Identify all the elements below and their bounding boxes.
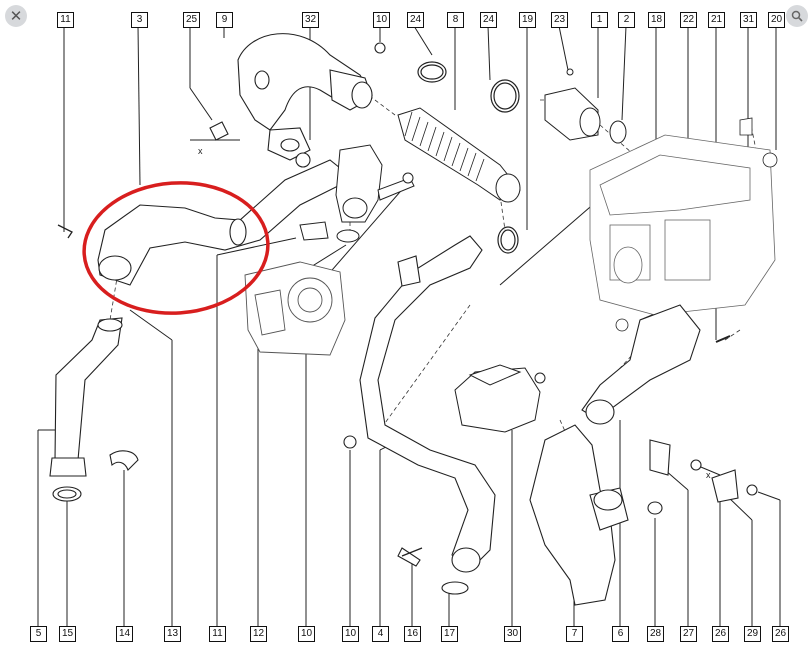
callout-32: 32: [302, 12, 319, 28]
callout-12: 12: [250, 626, 267, 642]
callout-25: 25: [183, 12, 200, 28]
callout-15: 15: [59, 626, 76, 642]
callout-24-a: 24: [407, 12, 424, 28]
callout-1: 1: [591, 12, 608, 28]
callout-11-top: 11: [57, 12, 74, 28]
callout-24-b: 24: [480, 12, 497, 28]
callout-5: 5: [30, 626, 47, 642]
magnify-icon[interactable]: [786, 5, 808, 27]
callout-10-top: 10: [373, 12, 390, 28]
callout-11-bottom: 11: [209, 626, 226, 642]
close-icon[interactable]: ✕: [5, 5, 27, 27]
callout-10-a: 10: [298, 626, 315, 642]
callout-2: 2: [618, 12, 635, 28]
callout-20: 20: [768, 12, 785, 28]
callout-30: 30: [504, 626, 521, 642]
callout-23: 23: [551, 12, 568, 28]
callout-16: 16: [404, 626, 421, 642]
dimension-marker-x: x: [198, 146, 203, 156]
callout-4: 4: [372, 626, 389, 642]
callout-28: 28: [647, 626, 664, 642]
callout-17: 17: [441, 626, 458, 642]
callout-29: 29: [744, 626, 761, 642]
callout-8: 8: [447, 12, 464, 28]
magnify-icon-glyph: [791, 10, 803, 22]
callout-18: 18: [648, 12, 665, 28]
callout-3: 3: [131, 12, 148, 28]
callout-7: 7: [566, 626, 583, 642]
highlight-ellipse: [82, 181, 270, 315]
callout-19: 19: [519, 12, 536, 28]
callout-14: 14: [116, 626, 133, 642]
callout-27: 27: [680, 626, 697, 642]
callout-9: 9: [216, 12, 233, 28]
callout-13: 13: [164, 626, 181, 642]
callout-6: 6: [612, 626, 629, 642]
callout-21: 21: [708, 12, 725, 28]
callout-22: 22: [680, 12, 697, 28]
callout-26-b: 26: [772, 626, 789, 642]
callout-31: 31: [740, 12, 757, 28]
dimension-marker-x: x: [706, 470, 711, 480]
callout-26-a: 26: [712, 626, 729, 642]
callout-10-b: 10: [342, 626, 359, 642]
